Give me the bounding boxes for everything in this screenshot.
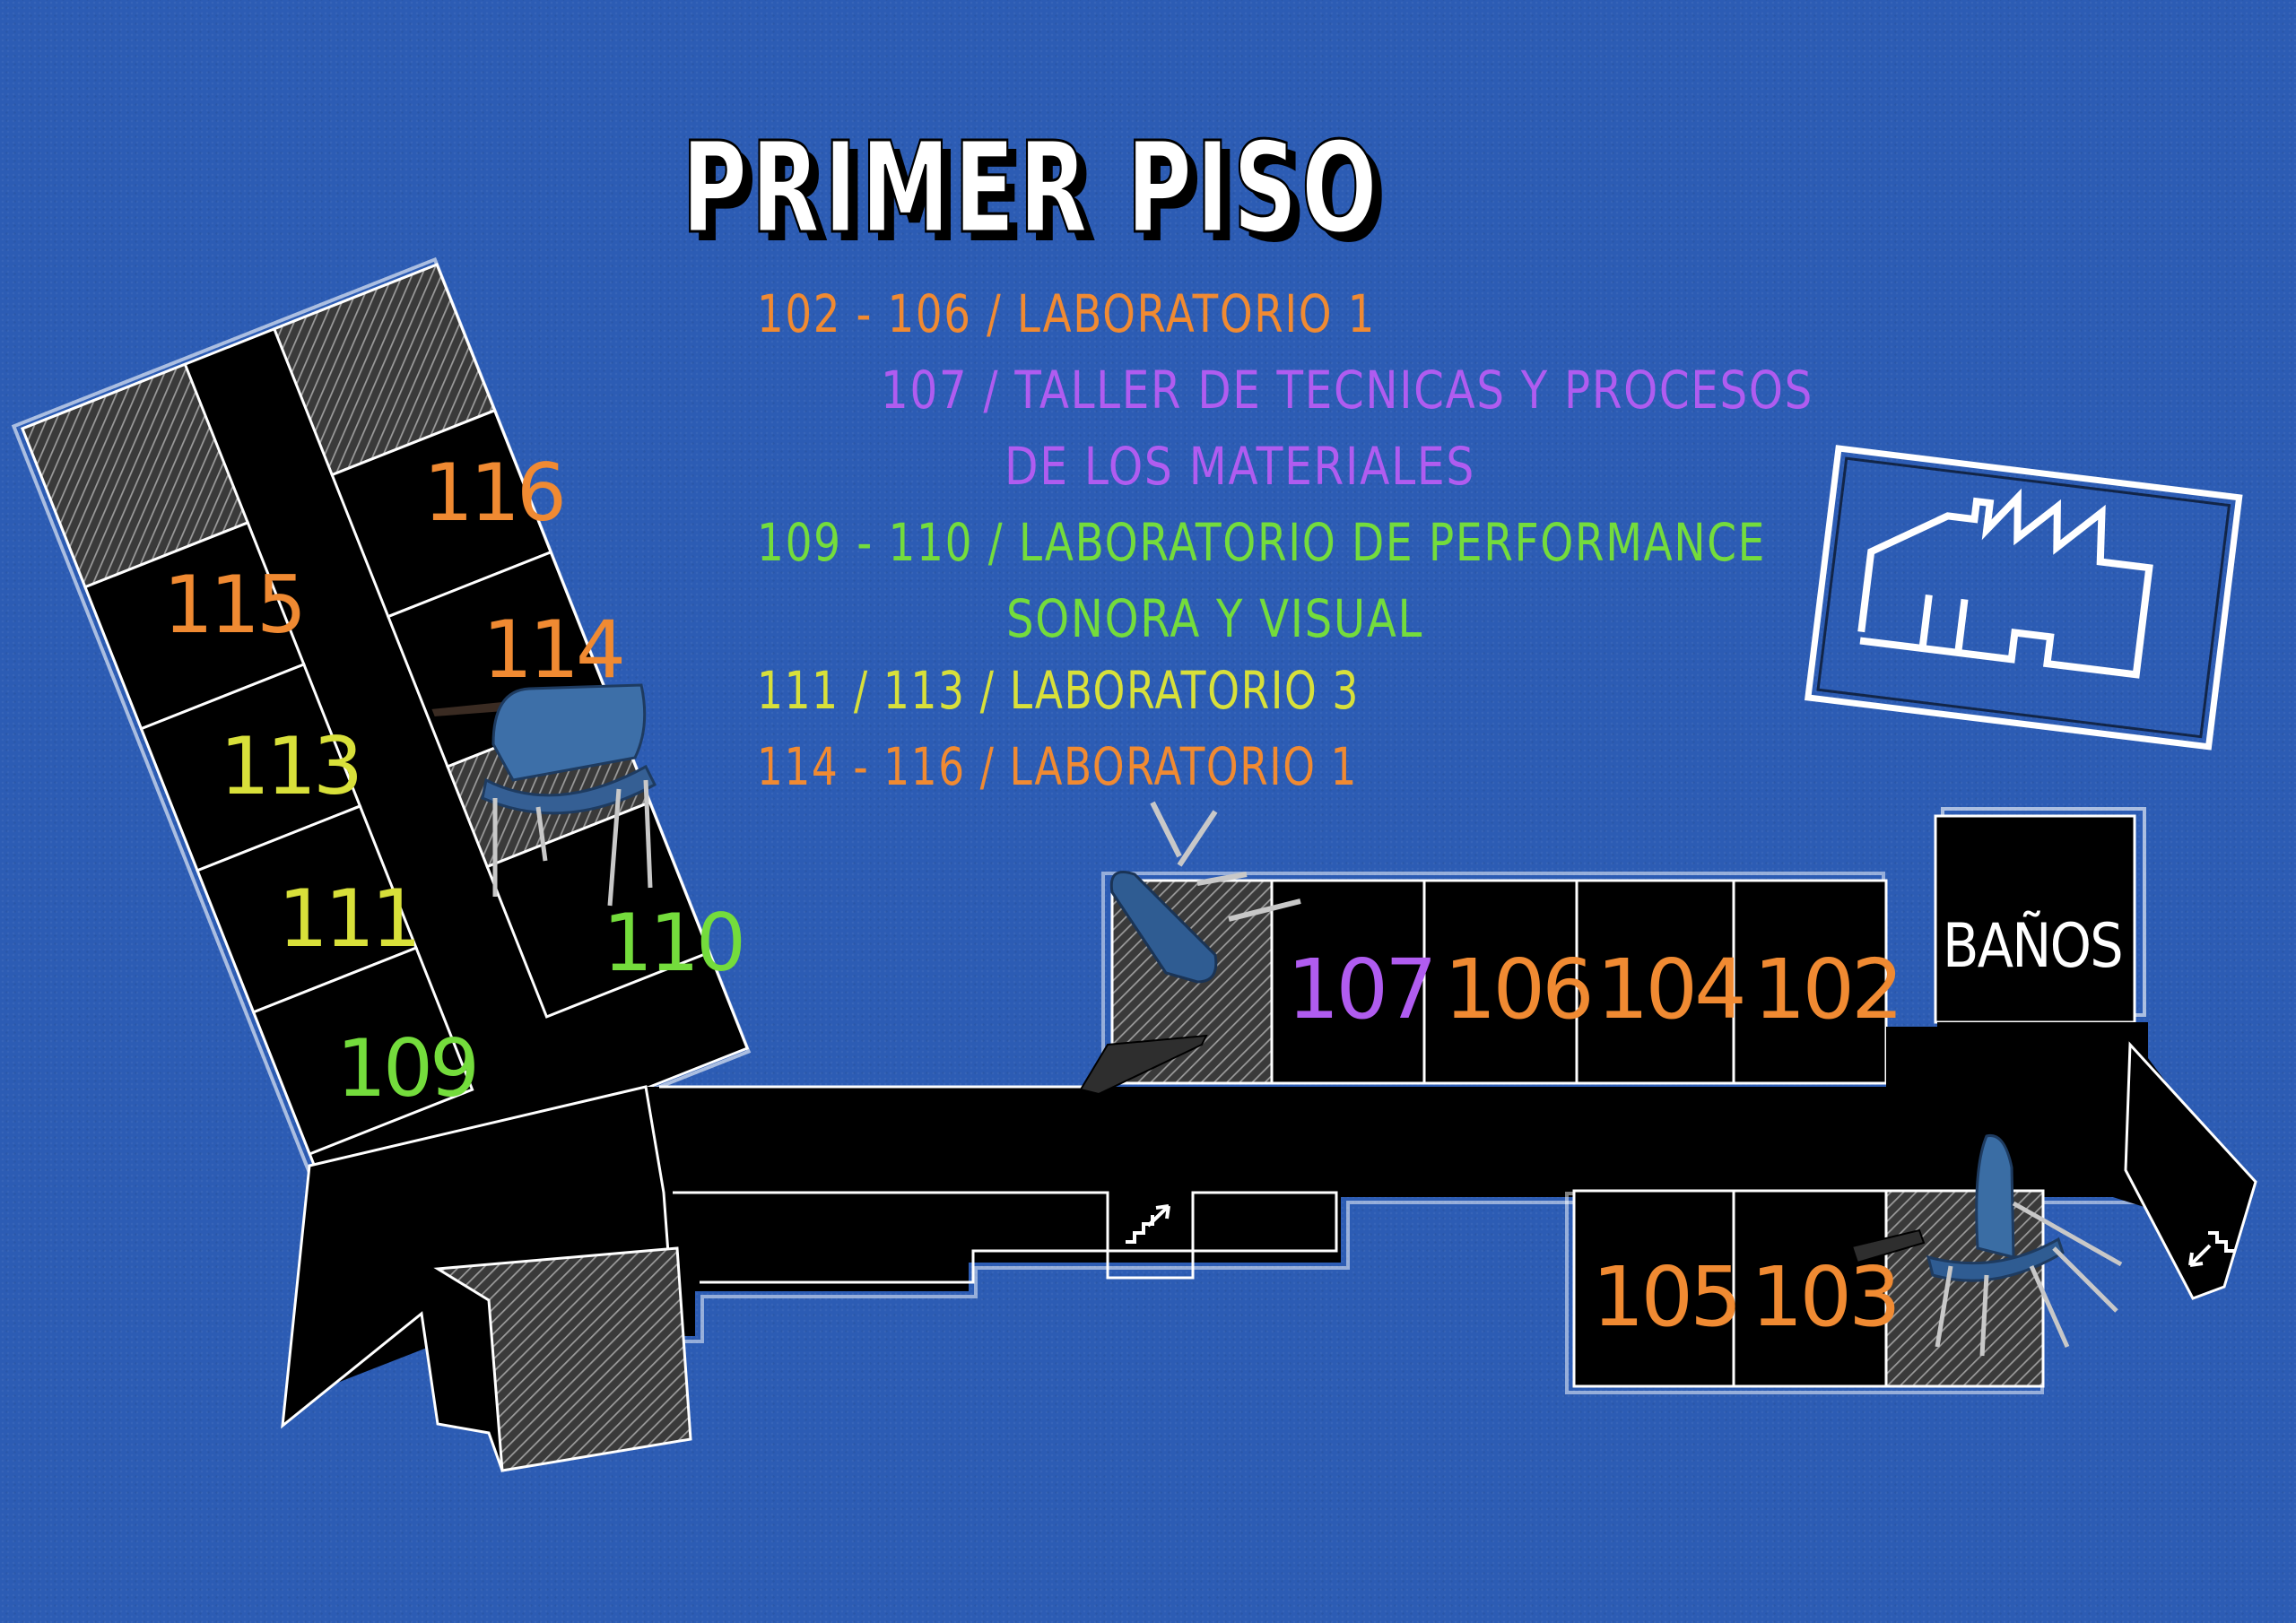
south-rooms <box>1565 1189 2045 1394</box>
banos-box[interactable] <box>1934 814 2136 1024</box>
page-title-shadow: PRIMER PISO <box>691 125 1390 271</box>
building-logo-icon <box>1804 445 2243 751</box>
corridor <box>281 1085 2157 1472</box>
room-107-box[interactable] <box>1270 879 1426 1085</box>
room-label-102: 102 <box>1753 942 1900 1037</box>
room-label-110: 110 <box>603 897 743 989</box>
legend: 102 - 106 / LABORATORIO 1 107 / TALLER D… <box>757 283 1813 797</box>
storage-area <box>433 1246 692 1472</box>
room-109-box[interactable] <box>251 946 474 1156</box>
room-labels: 116 115 114 113 111 110 109 107 106 104 … <box>163 447 2124 1345</box>
corridor-line <box>673 1191 1338 1284</box>
room-label-106: 106 <box>1444 942 1591 1037</box>
page-title: PRIMER PISO <box>682 116 1381 262</box>
legend-item-lab3: 111 / 113 / LABORATORIO 3 <box>757 660 1360 721</box>
room-label-116: 116 <box>423 447 563 539</box>
room-label-103: 103 <box>1751 1249 1898 1345</box>
stairs-down-icon[interactable] <box>2188 1231 2235 1267</box>
page-title-group: PRIMER PISO PRIMER PISO <box>681 115 1390 272</box>
room-label-115: 115 <box>163 559 303 651</box>
room-label-111: 111 <box>278 872 418 965</box>
legend-item-lab1-a: 102 - 106 / LABORATORIO 1 <box>757 283 1376 344</box>
east-stair-block <box>2124 1041 2257 1300</box>
room-label-104: 104 <box>1596 942 1744 1037</box>
chair-icon <box>1850 1133 2123 1357</box>
chair-icon <box>429 683 657 907</box>
east-block <box>1934 807 2257 1300</box>
stairs-up-icon[interactable] <box>1126 1204 1170 1244</box>
chair-icon <box>1079 801 1301 1096</box>
legend-item-perf-2: SONORA Y VISUAL <box>1006 588 1423 649</box>
room-102-box[interactable] <box>1732 879 1888 1085</box>
legend-item-perf-1: 109 - 110 / LABORATORIO DE PERFORMANCE <box>757 512 1766 573</box>
corridor-floor <box>283 1087 2148 1426</box>
legend-item-lab1-b: 114 - 116 / LABORATORIO 1 <box>757 736 1358 797</box>
storage-area <box>1884 1189 2045 1388</box>
room-label-107: 107 <box>1287 942 1434 1037</box>
room-label-113: 113 <box>220 720 360 812</box>
room-label-105: 105 <box>1592 1249 1739 1345</box>
room-103-box[interactable] <box>1732 1189 1888 1388</box>
legend-item-taller-2: DE LOS MATERIALES <box>1004 436 1475 497</box>
legend-item-taller-1: 107 / TALLER DE TECNICAS Y PROCESOS <box>881 360 1813 421</box>
room-106-box[interactable] <box>1422 879 1578 1085</box>
room-label-banos: BAÑOS <box>1943 910 2122 982</box>
room-104-box[interactable] <box>1575 879 1735 1085</box>
room-label-114: 114 <box>483 603 622 696</box>
room-label-109: 109 <box>336 1022 476 1115</box>
